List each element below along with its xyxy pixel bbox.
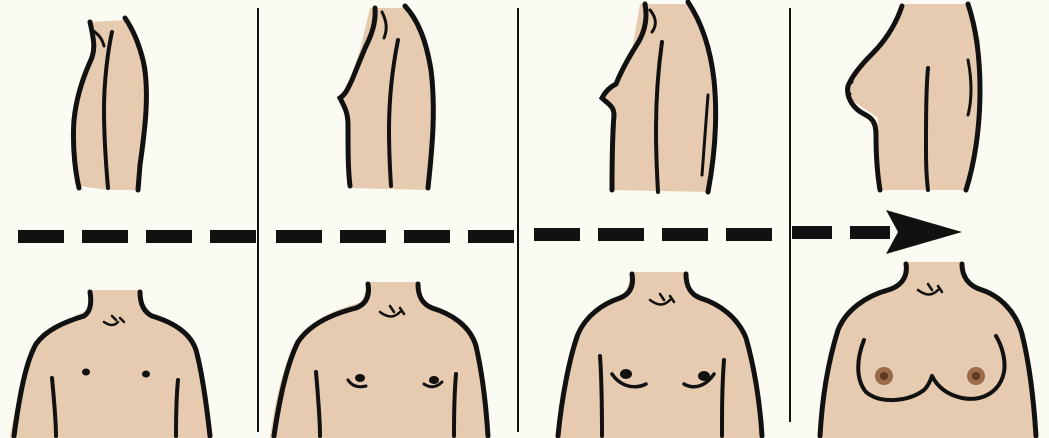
arrow-dash <box>726 228 772 241</box>
nipple-dot <box>142 371 150 378</box>
nipple-dot <box>698 371 710 381</box>
arrow-dash <box>850 226 890 239</box>
arrow-dash <box>404 230 450 243</box>
arrow-dash <box>276 230 322 243</box>
nipple-dot <box>429 376 439 384</box>
arrow-dash <box>18 230 64 243</box>
arrow-dash <box>82 230 128 243</box>
arrow-dash <box>210 230 256 243</box>
nipple-dot <box>355 374 365 382</box>
nipple-dot <box>972 372 980 380</box>
arrow-dash <box>598 228 644 241</box>
arrow-dash <box>662 228 708 241</box>
arrow-dash <box>146 230 192 243</box>
nipple-dot <box>620 369 632 379</box>
arrow-dash <box>468 230 514 243</box>
arrow-dash <box>340 230 386 243</box>
arrow-dash <box>792 226 832 239</box>
nipple-dot <box>880 372 888 380</box>
nipple-dot <box>82 369 90 376</box>
arrow-dash <box>534 228 580 241</box>
